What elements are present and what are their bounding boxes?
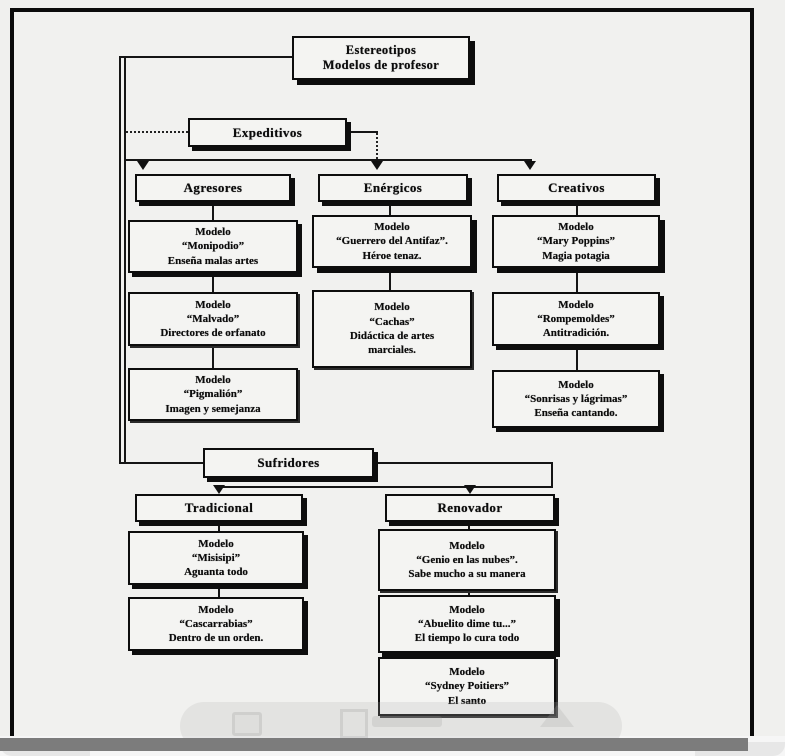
arrow-down-icon bbox=[137, 161, 149, 170]
model-node-cascarrabias: Modelo “Cascarrabias” Dentro de un orden… bbox=[128, 597, 304, 651]
arrow-down-icon bbox=[213, 485, 225, 494]
model-node-malvado: Modelo “Malvado” Directores de orfanato bbox=[128, 292, 298, 346]
connector-line bbox=[219, 486, 553, 488]
page-shadow bbox=[0, 738, 748, 751]
connector-line bbox=[468, 522, 470, 529]
branch-node-sufridores: Sufridores bbox=[203, 448, 374, 478]
model-node-mary-poppins: Modelo “Mary Poppins” Magia potagia bbox=[492, 215, 660, 268]
category-node-agresores: Agresores bbox=[135, 174, 291, 202]
connector-line bbox=[212, 346, 214, 368]
connector-line bbox=[124, 56, 126, 464]
connector-line bbox=[119, 56, 292, 58]
connector-line bbox=[218, 522, 220, 531]
connector-line bbox=[212, 202, 214, 220]
model-node-sonrisas-y-lagrimas: Modelo “Sonrisas y lágrimas” Enseña cant… bbox=[492, 370, 660, 428]
arrow-down-icon bbox=[371, 161, 383, 170]
connector-line bbox=[389, 268, 391, 290]
connector-line bbox=[347, 131, 378, 133]
connector-line bbox=[468, 591, 470, 595]
root-node: Estereotipos Modelos de profesor bbox=[292, 36, 470, 80]
page-indicator bbox=[372, 716, 442, 727]
connector-line bbox=[212, 273, 214, 292]
connector-line bbox=[374, 462, 553, 464]
connector-line bbox=[124, 159, 532, 161]
model-node-monipodio: Modelo “Monipodio” Enseña malas artes bbox=[128, 220, 298, 273]
branch-node-expeditivos: Expeditivos bbox=[188, 118, 347, 147]
connector-line bbox=[376, 133, 378, 159]
connector-line bbox=[551, 462, 553, 488]
connector-line bbox=[576, 202, 578, 215]
model-node-rompemoldes: Modelo “Rompemoldes” Antitradición. bbox=[492, 292, 660, 346]
arrow-down-icon bbox=[464, 485, 476, 494]
arrow-down-icon bbox=[524, 161, 536, 170]
model-node-sydney-poitiers: Modelo “Sydney Poitiers” El santo bbox=[378, 657, 556, 716]
model-node-pigmalion: Modelo “Pigmalión” Imagen y semejanza bbox=[128, 368, 298, 421]
model-node-genio-en-las-nubes: Modelo “Genio en las nubes”. Sabe mucho … bbox=[378, 529, 556, 591]
model-node-guerrero-del-antifaz: Modelo “Guerrero del Antifaz”. Héroe ten… bbox=[312, 215, 472, 268]
category-node-creativos: Creativos bbox=[497, 174, 656, 202]
category-node-energicos: Enérgicos bbox=[318, 174, 468, 202]
connector-line bbox=[218, 585, 220, 597]
category-node-tradicional: Tradicional bbox=[135, 494, 303, 522]
connector-line bbox=[389, 202, 391, 215]
connector-line bbox=[119, 56, 121, 464]
category-node-renovador: Renovador bbox=[385, 494, 555, 522]
model-node-misisipi: Modelo “Misisipi” Aguanta todo bbox=[128, 531, 304, 585]
connector-line bbox=[119, 462, 203, 464]
scroll-to-top-icon[interactable] bbox=[540, 705, 574, 727]
model-node-abuelito-dime-tu: Modelo “Abuelito dime tu...” El tiempo l… bbox=[378, 595, 556, 653]
connector-line bbox=[468, 653, 470, 657]
model-node-cachas: Modelo “Cachas” Didáctica de artes marci… bbox=[312, 290, 472, 368]
connector-line bbox=[126, 131, 188, 133]
connector-line bbox=[576, 268, 578, 292]
connector-line bbox=[576, 346, 578, 370]
page-number-badge[interactable] bbox=[340, 709, 368, 739]
print-icon[interactable] bbox=[232, 712, 262, 736]
